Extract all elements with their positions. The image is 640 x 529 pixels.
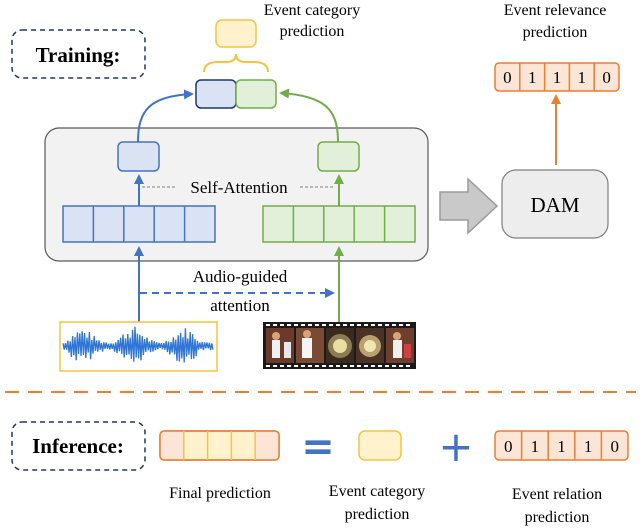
fused-audio-feature [195,79,237,109]
relevance-value: 1 [528,68,537,87]
final-prediction-label: Final prediction [169,485,271,502]
relevance-value: 1 [553,68,562,87]
relation-value: 1 [531,437,540,456]
relevance-value: 1 [578,68,587,87]
inference-category-label-line1: Event category [329,483,425,500]
inference-label: Inference: [32,434,124,458]
category-brace [203,53,269,73]
video-frames-image [263,322,416,369]
event-relevance-title-line1: Event relevance [504,2,607,19]
audio-attended-feature [117,141,160,172]
visual-attended-feature [317,141,360,172]
audio-guided-label-line2: attention [210,296,270,315]
panel-to-dam-arrow [439,177,499,235]
final-prediction-vector [159,430,280,461]
relation-value: 0 [504,437,513,456]
event-category-title-line2: prediction [280,23,345,40]
event-category-title-line1: Event category [264,2,360,19]
visual-feature-sequence [262,205,416,243]
self-attention-label: Self-Attention [190,178,288,197]
relation-value: 0 [610,437,619,456]
audio-guided-label-line1: Audio-guided [193,267,288,286]
relevance-value: 0 [503,68,512,87]
category-prediction-box [215,19,257,48]
inference-label-box: Inference: [11,421,146,471]
plus-sign: + [438,422,473,471]
training-label: Training: [36,43,121,67]
audio-to-fused-arrow [137,89,194,143]
equals-sign: = [301,424,335,470]
inference-category-label-line2: prediction [345,506,410,523]
training-label-box: Training: [11,29,146,79]
relation-vector: 0 1 1 1 0 [494,430,629,461]
relevance-value: 0 [602,68,611,87]
relation-value: 1 [557,437,566,456]
visual-to-fused-arrow [279,88,339,143]
inference-relation-label-line2: prediction [525,509,590,526]
fused-visual-feature [235,79,277,109]
inference-category-box [358,430,402,461]
relation-value: 1 [584,437,593,456]
inference-relation-label-line1: Event relation [512,486,602,503]
event-relevance-title-line2: prediction [523,24,588,41]
audio-feature-sequence [62,205,216,243]
dam-label: DAM [530,193,579,217]
relevance-vector: 0 1 1 1 0 [494,62,620,92]
audio-waveform-image [59,321,218,372]
dam-module [501,169,609,239]
